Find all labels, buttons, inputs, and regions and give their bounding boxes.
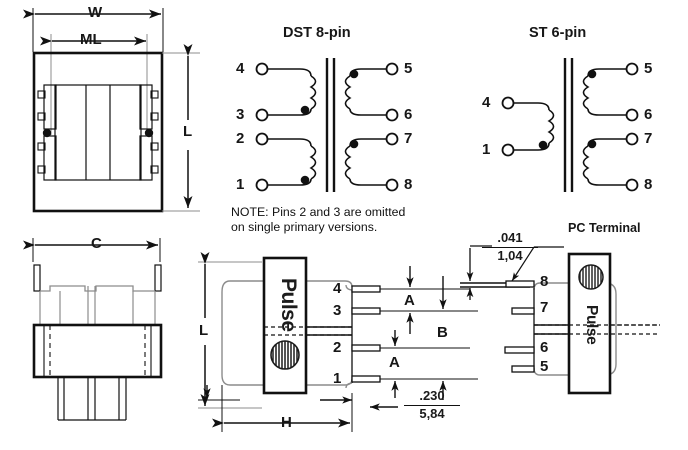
fraction-bar: [404, 404, 460, 406]
brand-logo-text: Pulse: [277, 278, 300, 332]
schematic-st-6-pin: [501, 58, 639, 192]
pin-label-pc-5: 5: [540, 358, 549, 375]
schematic-title-dst: DST 8-pin: [283, 25, 351, 41]
pin-label-dst-7: 7: [404, 130, 413, 147]
schematic-dst-8-pin: [255, 58, 399, 192]
dimension-label-B: B: [437, 324, 448, 341]
pitch-callout-inch: .230: [419, 388, 445, 403]
view-side-st-pc-terminal: [460, 245, 660, 395]
pin-label-dst-5: 5: [404, 60, 413, 77]
fraction-bar: [482, 246, 538, 248]
pitch-callout-mm: 5,84: [419, 405, 445, 421]
thickness-callout: .041 1,04: [482, 230, 538, 263]
pin-label-st-4: 4: [482, 94, 491, 111]
pin-label-dst-6: 6: [404, 106, 413, 123]
pin-label-pc-7: 7: [540, 299, 549, 316]
dimension-label-A-bottom: A: [389, 354, 400, 371]
pin-label-st-6: 6: [644, 106, 653, 123]
dimension-label-W: W: [88, 4, 103, 21]
pin-label-dst-1: 1: [236, 176, 245, 193]
brand-mark-pc-view: [578, 264, 604, 290]
pin-label-dst-2: 2: [236, 130, 245, 147]
pin-label-side-4: 4: [333, 280, 342, 297]
pin-label-side-2: 2: [333, 339, 342, 356]
pin-label-pc-6: 6: [540, 339, 549, 356]
pin-label-pc-8: 8: [540, 273, 549, 290]
dimension-label-L-front: L: [183, 123, 193, 140]
brand-logo-dst-view: Pulse: [270, 278, 300, 332]
view-front-elevation: [23, 8, 200, 213]
schematic-title-st: ST 6-pin: [529, 25, 587, 41]
pin-label-st-8: 8: [644, 176, 653, 193]
view-side-dst: [198, 252, 478, 432]
pin-label-side-3: 3: [333, 302, 342, 319]
schematic-note-line2: on single primary versions.: [231, 220, 378, 234]
schematic-note-line1: NOTE: Pins 2 and 3 are omitted: [231, 205, 406, 219]
dimension-label-ML: ML: [80, 31, 102, 48]
pin-label-dst-4: 4: [236, 60, 245, 77]
pin-label-dst-3: 3: [236, 106, 245, 123]
pin-label-st-5: 5: [644, 60, 653, 77]
thickness-callout-mm: 1,04: [497, 247, 523, 263]
pc-terminal-callout-label: PC Terminal: [568, 221, 641, 235]
thickness-callout-inch: .041: [497, 230, 523, 245]
view-bottom-elevation: [23, 238, 163, 421]
pin-label-st-1: 1: [482, 141, 491, 158]
pin-label-dst-8: 8: [404, 176, 413, 193]
dimension-label-H: H: [281, 414, 292, 431]
pin-label-st-7: 7: [644, 130, 653, 147]
dimension-label-L-side: L: [199, 322, 209, 339]
dimension-label-A-top: A: [404, 292, 415, 309]
brand-mark-dst-view: [270, 340, 300, 370]
brand-logo-text: Pulse: [583, 305, 600, 345]
pitch-callout: .230 5,84: [404, 388, 460, 421]
dimension-label-C: C: [91, 235, 102, 252]
pin-label-side-1: 1: [333, 370, 342, 387]
brand-logo-pc-view: Pulse: [576, 305, 600, 349]
